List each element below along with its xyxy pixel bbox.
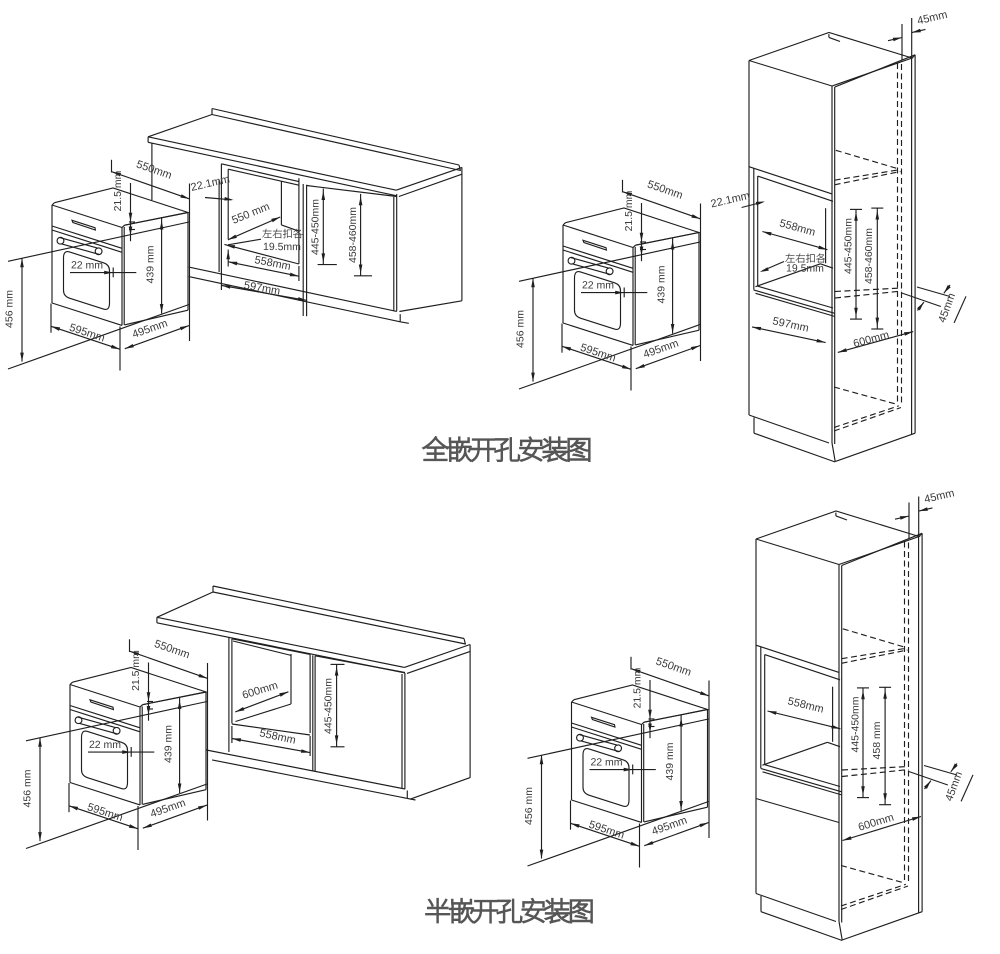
svg-text:495mm: 495mm [650,814,689,838]
svg-text:550mm: 550mm [153,638,192,661]
svg-text:439 mm: 439 mm [163,725,175,763]
svg-text:600mm: 600mm [852,329,891,350]
svg-text:600mm: 600mm [241,680,280,702]
svg-text:45mm: 45mm [936,292,958,325]
svg-text:19.5mm: 19.5mm [786,263,824,275]
svg-text:495mm: 495mm [642,337,681,361]
svg-text:458-460mm: 458-460mm [347,207,359,263]
svg-text:550mm: 550mm [135,158,174,181]
svg-text:22 mm: 22 mm [590,756,622,768]
svg-text:495mm: 495mm [131,317,170,341]
svg-text:21.5 mm: 21.5 mm [130,650,142,691]
svg-text:21.5 mm: 21.5 mm [631,667,643,708]
svg-text:22 mm: 22 mm [582,279,614,291]
svg-text:45mm: 45mm [923,487,955,506]
svg-text:22.1mm: 22.1mm [710,190,751,211]
svg-text:456 mm: 456 mm [515,310,527,348]
svg-text:445-450mm: 445-450mm [843,218,855,274]
svg-text:558mm: 558mm [778,217,817,238]
svg-text:22.1mm: 22.1mm [190,173,231,194]
svg-text:22 mm: 22 mm [71,259,103,271]
svg-text:445-450mm: 445-450mm [323,678,335,734]
svg-text:19.5mm: 19.5mm [263,241,301,253]
svg-text:558mm: 558mm [786,695,824,715]
svg-text:550 mm: 550 mm [230,201,271,227]
svg-text:550mm: 550mm [654,655,693,678]
svg-text:456 mm: 456 mm [4,290,16,328]
svg-text:439 mm: 439 mm [656,265,668,303]
svg-text:597mm: 597mm [243,279,281,297]
svg-text:439 mm: 439 mm [664,742,676,780]
svg-text:456 mm: 456 mm [523,787,535,825]
svg-text:21.5 mm: 21.5 mm [623,190,635,231]
svg-text:458 mm: 458 mm [871,721,883,759]
svg-text:22 mm: 22 mm [89,739,121,751]
svg-text:439 mm: 439 mm [145,245,157,283]
svg-text:550mm: 550mm [646,178,685,201]
svg-text:21.5 mm: 21.5 mm [112,170,124,211]
svg-text:495mm: 495mm [149,797,188,821]
svg-text:458-460mm: 458-460mm [863,228,875,284]
svg-text:445-450mm: 445-450mm [310,199,322,255]
svg-text:45mm: 45mm [916,9,948,28]
svg-text:445-450mm: 445-450mm [850,696,862,752]
svg-text:456 mm: 456 mm [22,769,34,807]
svg-text:45mm: 45mm [943,770,965,803]
svg-text:558mm: 558mm [253,254,291,273]
